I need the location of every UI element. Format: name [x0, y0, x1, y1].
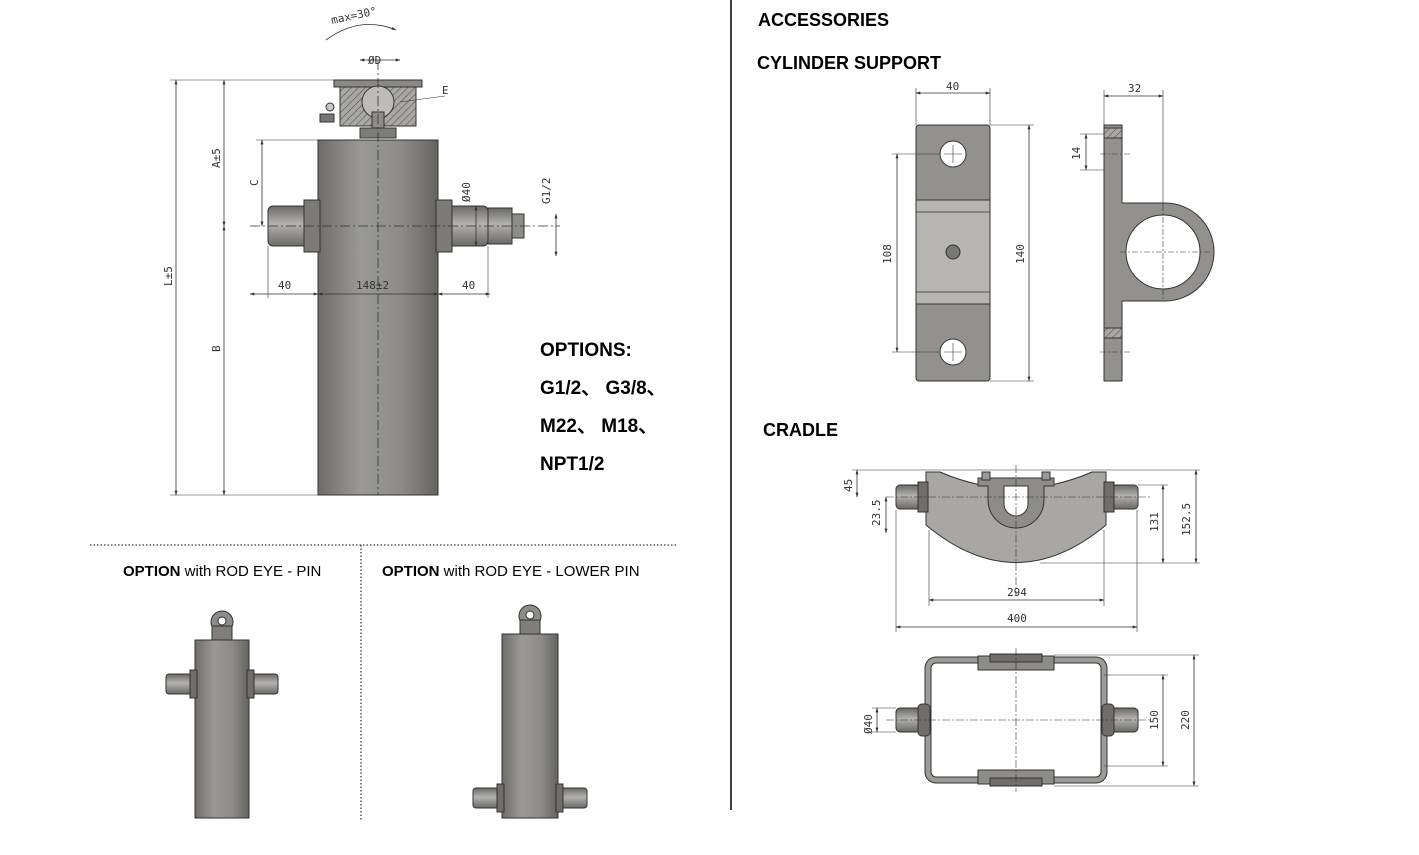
option-lower-pin-cylinder	[472, 604, 588, 819]
b-label: B	[210, 345, 223, 352]
option-rest: with ROD EYE - LOWER PIN	[439, 563, 640, 580]
option-bold: OPTION	[382, 563, 440, 580]
cradle-h150-label: 150	[1148, 710, 1161, 730]
a-label: A±5	[210, 148, 223, 168]
cradle-h23-5-label: 23.5	[870, 500, 883, 527]
options-line-1: G1/2、 G3/8、	[540, 378, 666, 399]
max-angle-label: max=30°	[330, 5, 378, 27]
option-bold: OPTION	[123, 563, 181, 580]
option-rod-eye-pin-title: OPTION with ROD EYE - PIN	[123, 563, 321, 581]
cylinder-support-heading: CYLINDER SUPPORT	[757, 53, 942, 73]
cradle-d40-label: Ø40	[862, 714, 875, 734]
d-label: ØD	[368, 54, 381, 67]
w40-right-label: 40	[462, 279, 475, 292]
w40-left-label: 40	[278, 279, 291, 292]
support-h108-label: 108	[881, 244, 894, 264]
cylinder-support-front	[892, 88, 1034, 382]
option-rest: with ROD EYE - PIN	[180, 563, 322, 580]
support-w32-label: 32	[1128, 82, 1141, 95]
support-dim-labels: 40 108 140 32 14	[881, 80, 1141, 264]
cradle-dim-labels: 45 23.5 294 400 131 152.5 Ø40 150 220	[842, 479, 1193, 734]
options-title: OPTIONS:	[540, 340, 632, 361]
cylinder-support-side	[1080, 90, 1215, 382]
support-h14-label: 14	[1070, 146, 1083, 160]
support-h140-label: 140	[1014, 244, 1027, 264]
option-pin-cylinder	[165, 610, 279, 819]
accessories-heading: ACCESSORIES	[758, 10, 890, 30]
e-label: E	[442, 84, 449, 97]
option-rod-eye-lower-pin-title: OPTION with ROD EYE - LOWER PIN	[382, 563, 640, 581]
w148-label: 148±2	[356, 279, 389, 292]
cradle-h152-5-label: 152.5	[1180, 503, 1193, 536]
cradle-w294-label: 294	[1007, 586, 1027, 599]
cradle-w400-label: 400	[1007, 612, 1027, 625]
c-label: C	[248, 179, 261, 186]
cradle-h131-label: 131	[1148, 512, 1161, 532]
cradle-h220-label: 220	[1179, 710, 1192, 730]
options-line-3: NPT1/2	[540, 454, 605, 475]
options-list: OPTIONS: G1/2、 G3/8、 M22、 M18、 NPT1/2	[540, 332, 666, 484]
support-w40-label: 40	[946, 80, 959, 93]
cradle-h45-label: 45	[842, 479, 855, 492]
l-label: L±5	[162, 266, 175, 286]
options-line-2: M22、 M18、	[540, 416, 658, 437]
cradle-front	[852, 465, 1200, 632]
g12-label: G1/2	[540, 178, 553, 205]
d40-label: Ø40	[460, 182, 473, 202]
main-cylinder-drawing	[170, 24, 560, 496]
cradle-heading: CRADLE	[763, 420, 838, 440]
cradle-top	[872, 648, 1199, 792]
